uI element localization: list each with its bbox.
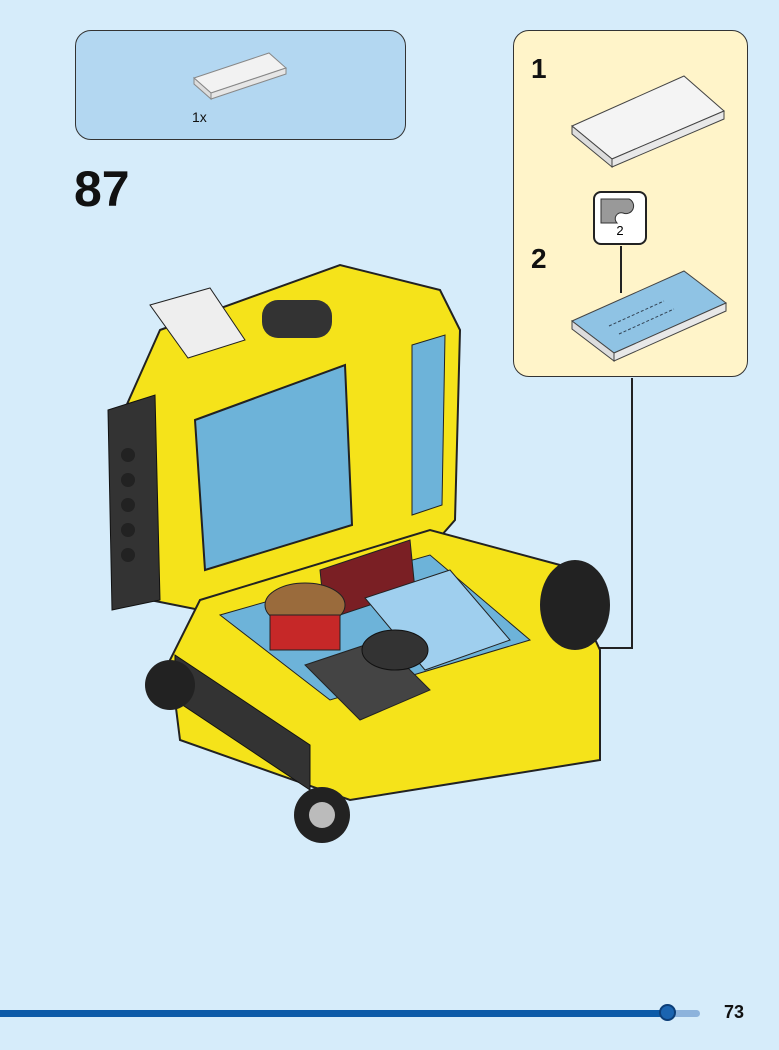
build-progress-bar — [0, 1010, 700, 1017]
parts-list-box: 1x — [75, 30, 406, 140]
sticker-icon — [600, 198, 635, 224]
white-tile-part-icon — [193, 52, 287, 101]
suitcase-model-illustration — [107, 263, 633, 843]
substep-1-number: 1 — [531, 53, 547, 84]
white-tile-icon — [571, 75, 725, 169]
progress-knob — [659, 1004, 676, 1021]
printed-ticket-tile-icon — [571, 270, 727, 363]
page-number: 73 — [724, 1002, 745, 1022]
part-quantity: 1x — [192, 109, 207, 125]
step-number: 87 — [74, 161, 130, 217]
substep-illustrations — [571, 75, 727, 363]
substep-2-number: 2 — [531, 243, 547, 274]
sticker-number: 2 — [616, 223, 624, 238]
sticker-callout: 2 — [593, 191, 647, 245]
